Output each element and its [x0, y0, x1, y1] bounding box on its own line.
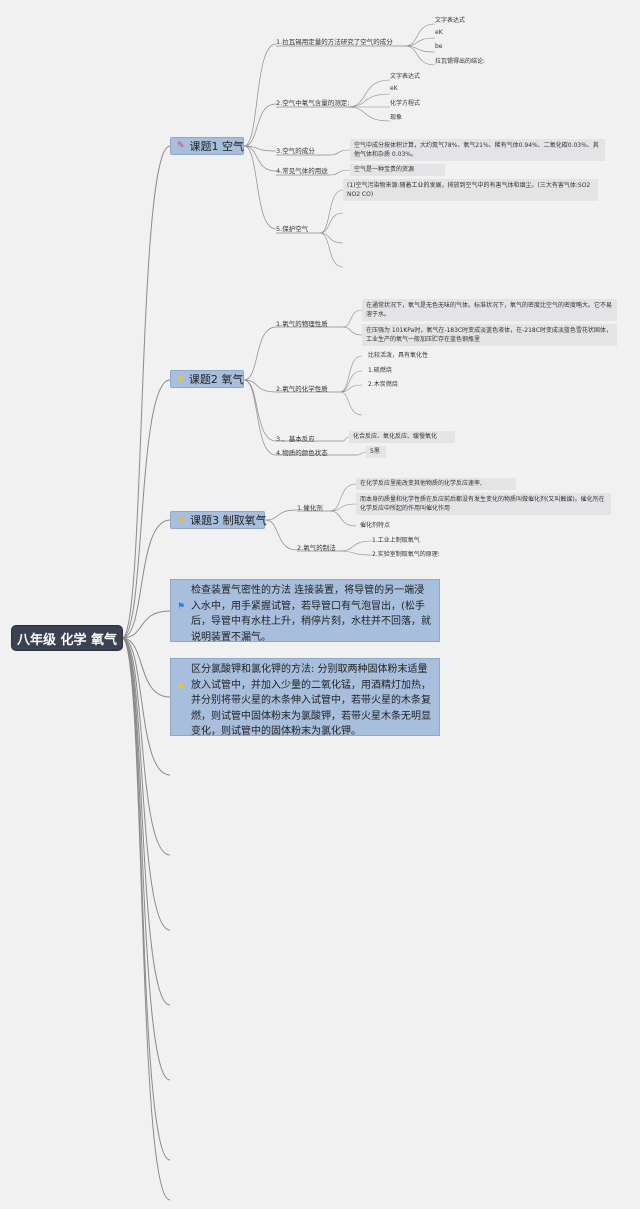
flag-icon: ⚑ [176, 602, 186, 612]
connector-line [243, 145, 277, 172]
subtopic-protect-air[interactable]: 5.保护空气 [276, 225, 309, 233]
connector-line [121, 145, 171, 639]
connector-line [243, 379, 277, 456]
connector-line [347, 93, 391, 108]
note-basic-reactions[interactable]: 化合反应、氧化反应、缓慢氧化 [349, 431, 455, 443]
connector-line [319, 232, 344, 268]
connector-line [243, 379, 277, 442]
connector-line [243, 103, 277, 147]
pen-icon: ✎ [177, 141, 185, 151]
root-topic[interactable]: 八年级 化学 氧气 [12, 626, 122, 650]
connector-line [347, 106, 391, 122]
connector-line [342, 326, 363, 336]
connector-line [121, 637, 171, 856]
subtopic-oxygen-measure[interactable]: 2.空气中氧气含量的测定: [276, 99, 350, 107]
subtopic-chemical-props[interactable]: 2.氧气的化学性质 [276, 385, 328, 393]
note-physical-1[interactable]: 在通常状况下，氧气是无色无味的气体。标准状况下，氧气的密度比空气的密度略大。它不… [362, 299, 617, 321]
connector-line [404, 23, 436, 47]
leaf-item[interactable]: eK [390, 85, 398, 92]
diamond-icon: ◆ [177, 681, 185, 691]
connector-line [121, 610, 171, 639]
leaf-item[interactable]: 文字表达式 [390, 73, 421, 80]
callout-text: 区分氯酸钾和氯化钾的方法: 分别取两种固体粉末适量放入试管中，并加入少量的二氧化… [191, 664, 431, 737]
connector-line [329, 503, 357, 512]
subtopic-preparation[interactable]: 2.氧气的制法 [297, 544, 336, 552]
diamond-icon: ◆ [177, 374, 184, 384]
connector-line [339, 550, 373, 556]
topic-prepare-oxygen[interactable]: ★ 课题3 制取氧气 [170, 511, 267, 529]
leaf-item[interactable]: 催化剂特点 [360, 522, 391, 529]
topic-oxygen[interactable]: ◆ 课题2 氧气 [170, 370, 244, 388]
connector-line [121, 637, 171, 698]
note-physical-2[interactable]: 在压强为 101KPa时，氧气在-183C时变成淡蓝色液体，在-218C时变成淡… [362, 324, 617, 346]
connector-line [319, 189, 344, 234]
note-air-pollution[interactable]: (1)空气污染物来源:随着工业的发展，排放到空气中的有害气体和烟尘。(三大有害气… [343, 179, 598, 201]
leaf-item[interactable]: 1.硫燃烧 [368, 367, 392, 374]
note-air-composition[interactable]: 空气中成分按体积计算，大约氮气78%、氧气21%、稀有气体0.94%、二氧化碳0… [350, 139, 605, 161]
subtopic-colors-states[interactable]: 4.物质的颜色状态 [276, 449, 328, 457]
callout-distinguish-salts[interactable]: ◆ 区分氯酸钾和氯化钾的方法: 分别取两种固体粉末适量放入试管中，并加入少量的二… [170, 658, 440, 737]
leaf-item[interactable]: be [435, 43, 443, 50]
topic-label: 课题3 制取氧气 [190, 514, 267, 527]
note-gas-uses[interactable]: 空气是一种宝贵的资源 [350, 164, 445, 176]
leaf-item[interactable]: 比较活泼，具有氧化性 [368, 352, 429, 359]
connector-line [121, 637, 171, 1081]
connector-line [339, 384, 363, 393]
note-colors[interactable]: 5黑 [366, 446, 386, 458]
connector-line [121, 637, 171, 1161]
connector-line [339, 355, 363, 393]
connector-line [121, 637, 171, 776]
leaf-item[interactable]: 拉瓦锡得出的结论: [435, 58, 486, 65]
connector-line [329, 510, 357, 527]
connector-line [357, 451, 367, 456]
connector-line [329, 149, 351, 156]
topic-label: 课题1 空气 [189, 140, 245, 153]
callout-text: 检查装置气密性的方法 连接装置，将导管的另一端浸入水中，用手紧握试管，若导管口有… [191, 585, 431, 643]
star-icon: ★ [177, 515, 186, 525]
subtopic-catalyst[interactable]: 1.催化剂 [297, 504, 323, 512]
note-catalyst-1[interactable]: 在化学反应里能改变其他物质的化学反应速率, [356, 478, 516, 490]
connector-line [121, 637, 171, 931]
connector-line [121, 637, 171, 1006]
leaf-item[interactable]: 2.木炭燃烧 [368, 381, 398, 388]
note-catalyst-2[interactable]: 而本身的质量和化学性质在反应前后都没有发生变化的物质叫做催化剂(又叫触媒)。催化… [356, 493, 611, 515]
connector-line [243, 145, 277, 230]
leaf-item[interactable]: 2.实验室制取氧气的原理: [372, 551, 440, 558]
connector-line [342, 309, 363, 328]
connector-line [121, 519, 171, 639]
connector-line [121, 379, 171, 639]
connector-line [243, 379, 277, 393]
topic-label: 课题2 氧气 [188, 373, 244, 386]
connector-line [342, 436, 350, 442]
leaf-item[interactable]: 1.工业上制取氧气 [372, 537, 420, 544]
subtopic-lavoisier[interactable]: 1.拉瓦锡用定量的方法研究了空气的成分 [276, 38, 393, 46]
connector-line [264, 509, 298, 521]
connector-line [339, 540, 373, 552]
leaf-item[interactable]: 化学方程式 [390, 100, 421, 107]
subtopic-air-composition[interactable]: 3.空气的成分 [276, 147, 315, 155]
leaf-item[interactable]: 文字表达式 [435, 17, 466, 24]
connector-line [329, 483, 357, 512]
connector-line [243, 43, 277, 147]
connector-line [339, 391, 363, 416]
subtopic-physical-props[interactable]: 1.氧气的物理性质 [276, 320, 328, 328]
subtopic-basic-reactions[interactable]: 3.、基本反应 [276, 435, 315, 443]
connector-line [404, 45, 436, 66]
subtopic-gas-uses[interactable]: 4.常见气体的用途 [276, 167, 328, 175]
connector-line [329, 169, 351, 176]
connector-line [264, 519, 298, 551]
leaf-item[interactable]: 现象 [390, 114, 403, 121]
connector-line [404, 37, 436, 47]
connector-line [347, 79, 391, 108]
connector-line [319, 212, 344, 234]
connector-line [121, 637, 171, 1201]
connector-line [243, 326, 277, 381]
topic-air[interactable]: ✎ 课题1 空气 [170, 137, 244, 155]
callout-airtightness[interactable]: ⚑ 检查装置气密性的方法 连接装置，将导管的另一端浸入水中，用手紧握试管，若导管… [170, 579, 440, 643]
connector-line [339, 370, 363, 393]
leaf-item[interactable]: eK [435, 29, 443, 36]
